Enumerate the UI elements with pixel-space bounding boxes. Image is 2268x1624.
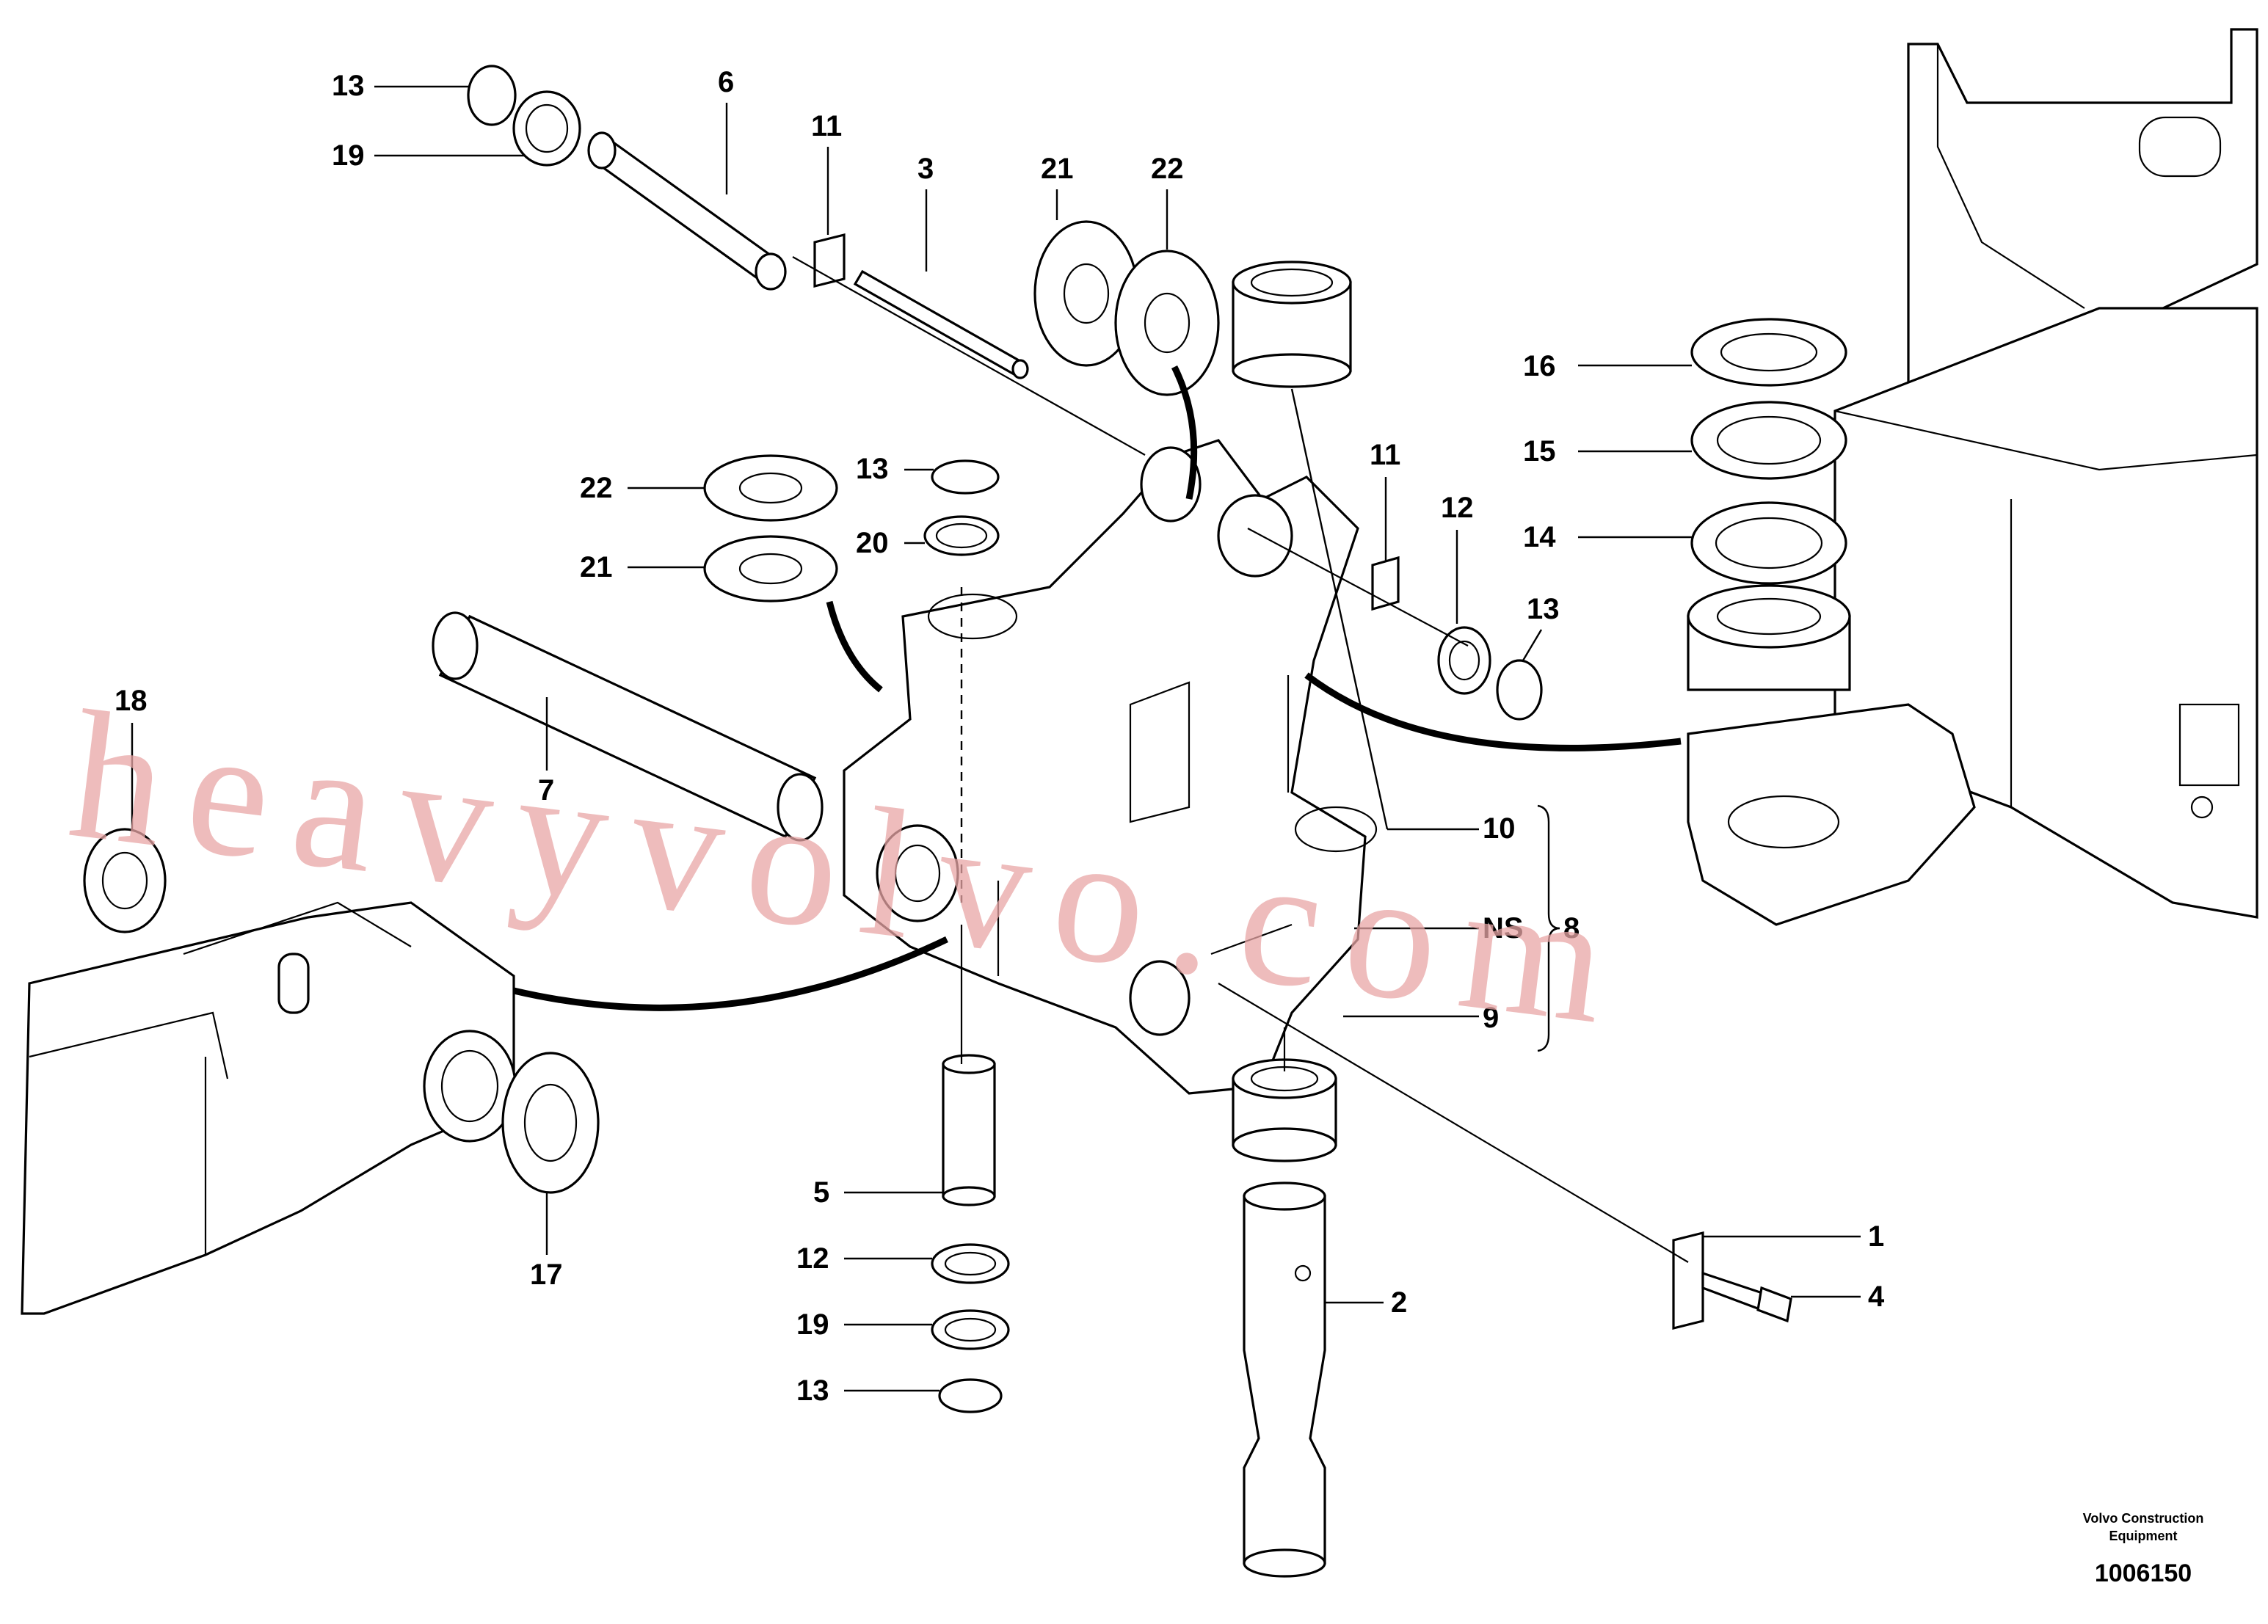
callout-6: 6 xyxy=(718,66,734,98)
callout-14: 14 xyxy=(1523,521,1556,553)
callout-16: 16 xyxy=(1523,350,1556,382)
callout-3: 3 xyxy=(917,153,934,185)
leader-lines xyxy=(131,85,1861,1392)
callout-10: 10 xyxy=(1483,812,1516,845)
callout-12: 12 xyxy=(796,1242,829,1275)
callout-13: 13 xyxy=(856,453,889,485)
publisher-name: Volvo Construction xyxy=(2083,1511,2204,1526)
callout-13: 13 xyxy=(332,70,365,102)
callout-19: 19 xyxy=(796,1308,829,1341)
callout-12: 12 xyxy=(1441,492,1474,524)
callout-1: 1 xyxy=(1868,1220,1884,1253)
callout-NS: NS xyxy=(1483,912,1524,944)
callout-17: 17 xyxy=(530,1259,563,1291)
upper-frame-structure xyxy=(1687,28,2258,926)
callout-5: 5 xyxy=(813,1176,829,1209)
boom-arm xyxy=(21,901,517,1315)
callout-labels: 13 19 6 11 3 21 22 22 21 13 20 11 12 13 … xyxy=(115,66,1885,1407)
publisher-block: Volvo Construction Equipment 1006150 xyxy=(2083,1511,2204,1587)
callout-13: 13 xyxy=(796,1374,829,1407)
callout-13: 13 xyxy=(1527,593,1560,625)
callout-8: 8 xyxy=(1563,912,1580,944)
callout-11: 11 xyxy=(1370,439,1400,471)
callout-19: 19 xyxy=(332,139,365,172)
callout-18: 18 xyxy=(115,685,148,717)
callout-7: 7 xyxy=(538,774,554,806)
callout-4: 4 xyxy=(1868,1281,1885,1313)
callout-11: 11 xyxy=(811,110,842,142)
callout-20: 20 xyxy=(856,527,889,559)
swing-bracket xyxy=(843,439,1378,1095)
callout-9: 9 xyxy=(1483,1002,1499,1034)
drawing-number: 1006150 xyxy=(2095,1559,2192,1587)
callout-15: 15 xyxy=(1523,435,1556,467)
parts xyxy=(83,65,1851,1578)
callout-21: 21 xyxy=(580,551,613,583)
callout-21: 21 xyxy=(1041,153,1074,185)
callout-22: 22 xyxy=(1151,153,1184,185)
assembly-indicators xyxy=(512,256,1689,1263)
callout-22: 22 xyxy=(580,472,613,504)
callout-2: 2 xyxy=(1391,1286,1407,1319)
publisher-name-line2: Equipment xyxy=(2109,1529,2178,1543)
